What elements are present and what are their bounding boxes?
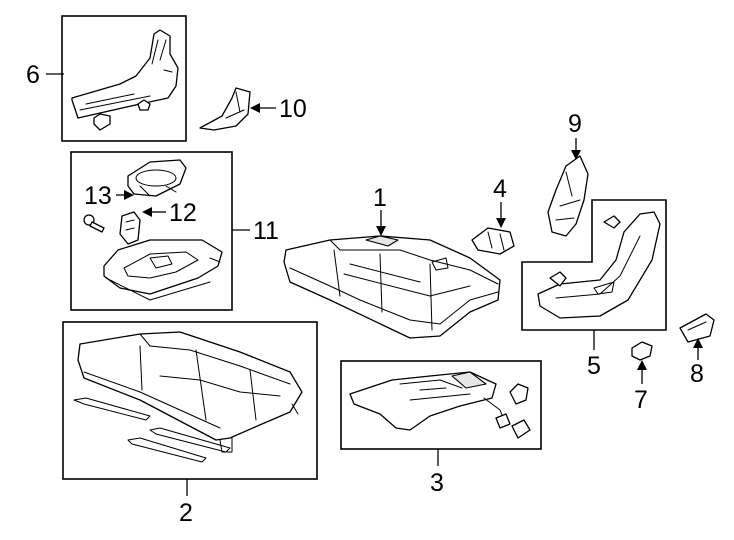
callout-4: 4: [493, 175, 507, 203]
callout-5: 5: [587, 352, 601, 380]
callout-7: 7: [634, 386, 648, 414]
callout-8: 8: [690, 360, 704, 388]
part-1-cushion: [283, 235, 501, 339]
part-4-bracket: [471, 227, 515, 255]
arrow-13: [124, 190, 134, 200]
arrow-12: [142, 207, 152, 217]
arrow-9: [571, 150, 581, 160]
arrow-8: [693, 338, 703, 348]
callout-13: 13: [84, 182, 112, 210]
callout-1: 1: [373, 184, 387, 212]
part-9-group: 9: [547, 110, 589, 237]
arrow-10: [250, 103, 260, 113]
part-2-wires: [73, 397, 231, 463]
callout-2: 2: [179, 499, 193, 527]
part-3-group: 3: [340, 360, 542, 497]
callout-11: 11: [253, 217, 279, 245]
callout-10: 10: [279, 95, 307, 123]
part-3-box: [340, 360, 542, 450]
arrow-1: [376, 226, 386, 236]
part-3-connectors: [483, 383, 531, 439]
part-5-clip-b: [549, 271, 567, 287]
part-11-group: 11 13 12: [70, 151, 279, 311]
part-6-track: [71, 29, 179, 131]
callout-6: 6: [26, 61, 40, 89]
callout-3: 3: [430, 469, 444, 497]
part-2-pad: [77, 331, 303, 453]
armrest-tray: [103, 239, 223, 301]
bolt: [83, 214, 105, 233]
part-7-group: 7: [631, 341, 653, 414]
part-6-box: [61, 15, 187, 142]
part-13-cupholder: [127, 159, 187, 197]
part-1-group: 1: [283, 184, 501, 339]
part-11-box: [70, 151, 233, 311]
part-2-group: 2: [62, 321, 318, 527]
part-5-group: 5: [521, 199, 667, 380]
part-2-box: [62, 321, 318, 480]
callout-9: 9: [568, 110, 582, 138]
callout-12: 12: [169, 199, 197, 227]
part-10-cover: [199, 87, 251, 131]
part-3-heater: [349, 371, 497, 431]
arrow-4: [496, 218, 506, 228]
part-10-group: 10: [199, 87, 307, 131]
part-12-bracket: [119, 211, 141, 245]
part-9-cover: [547, 155, 589, 237]
part-8-group: 8: [679, 313, 715, 388]
part-8-cover: [679, 313, 715, 343]
part-7-clip: [631, 341, 653, 361]
part-5-shield: [537, 211, 661, 319]
arrow-7: [637, 360, 647, 370]
part-5-clip-a: [603, 215, 621, 229]
part-4-group: 4: [471, 175, 515, 255]
part-5-box: [521, 199, 667, 331]
part-6-group: 6: [26, 15, 187, 142]
